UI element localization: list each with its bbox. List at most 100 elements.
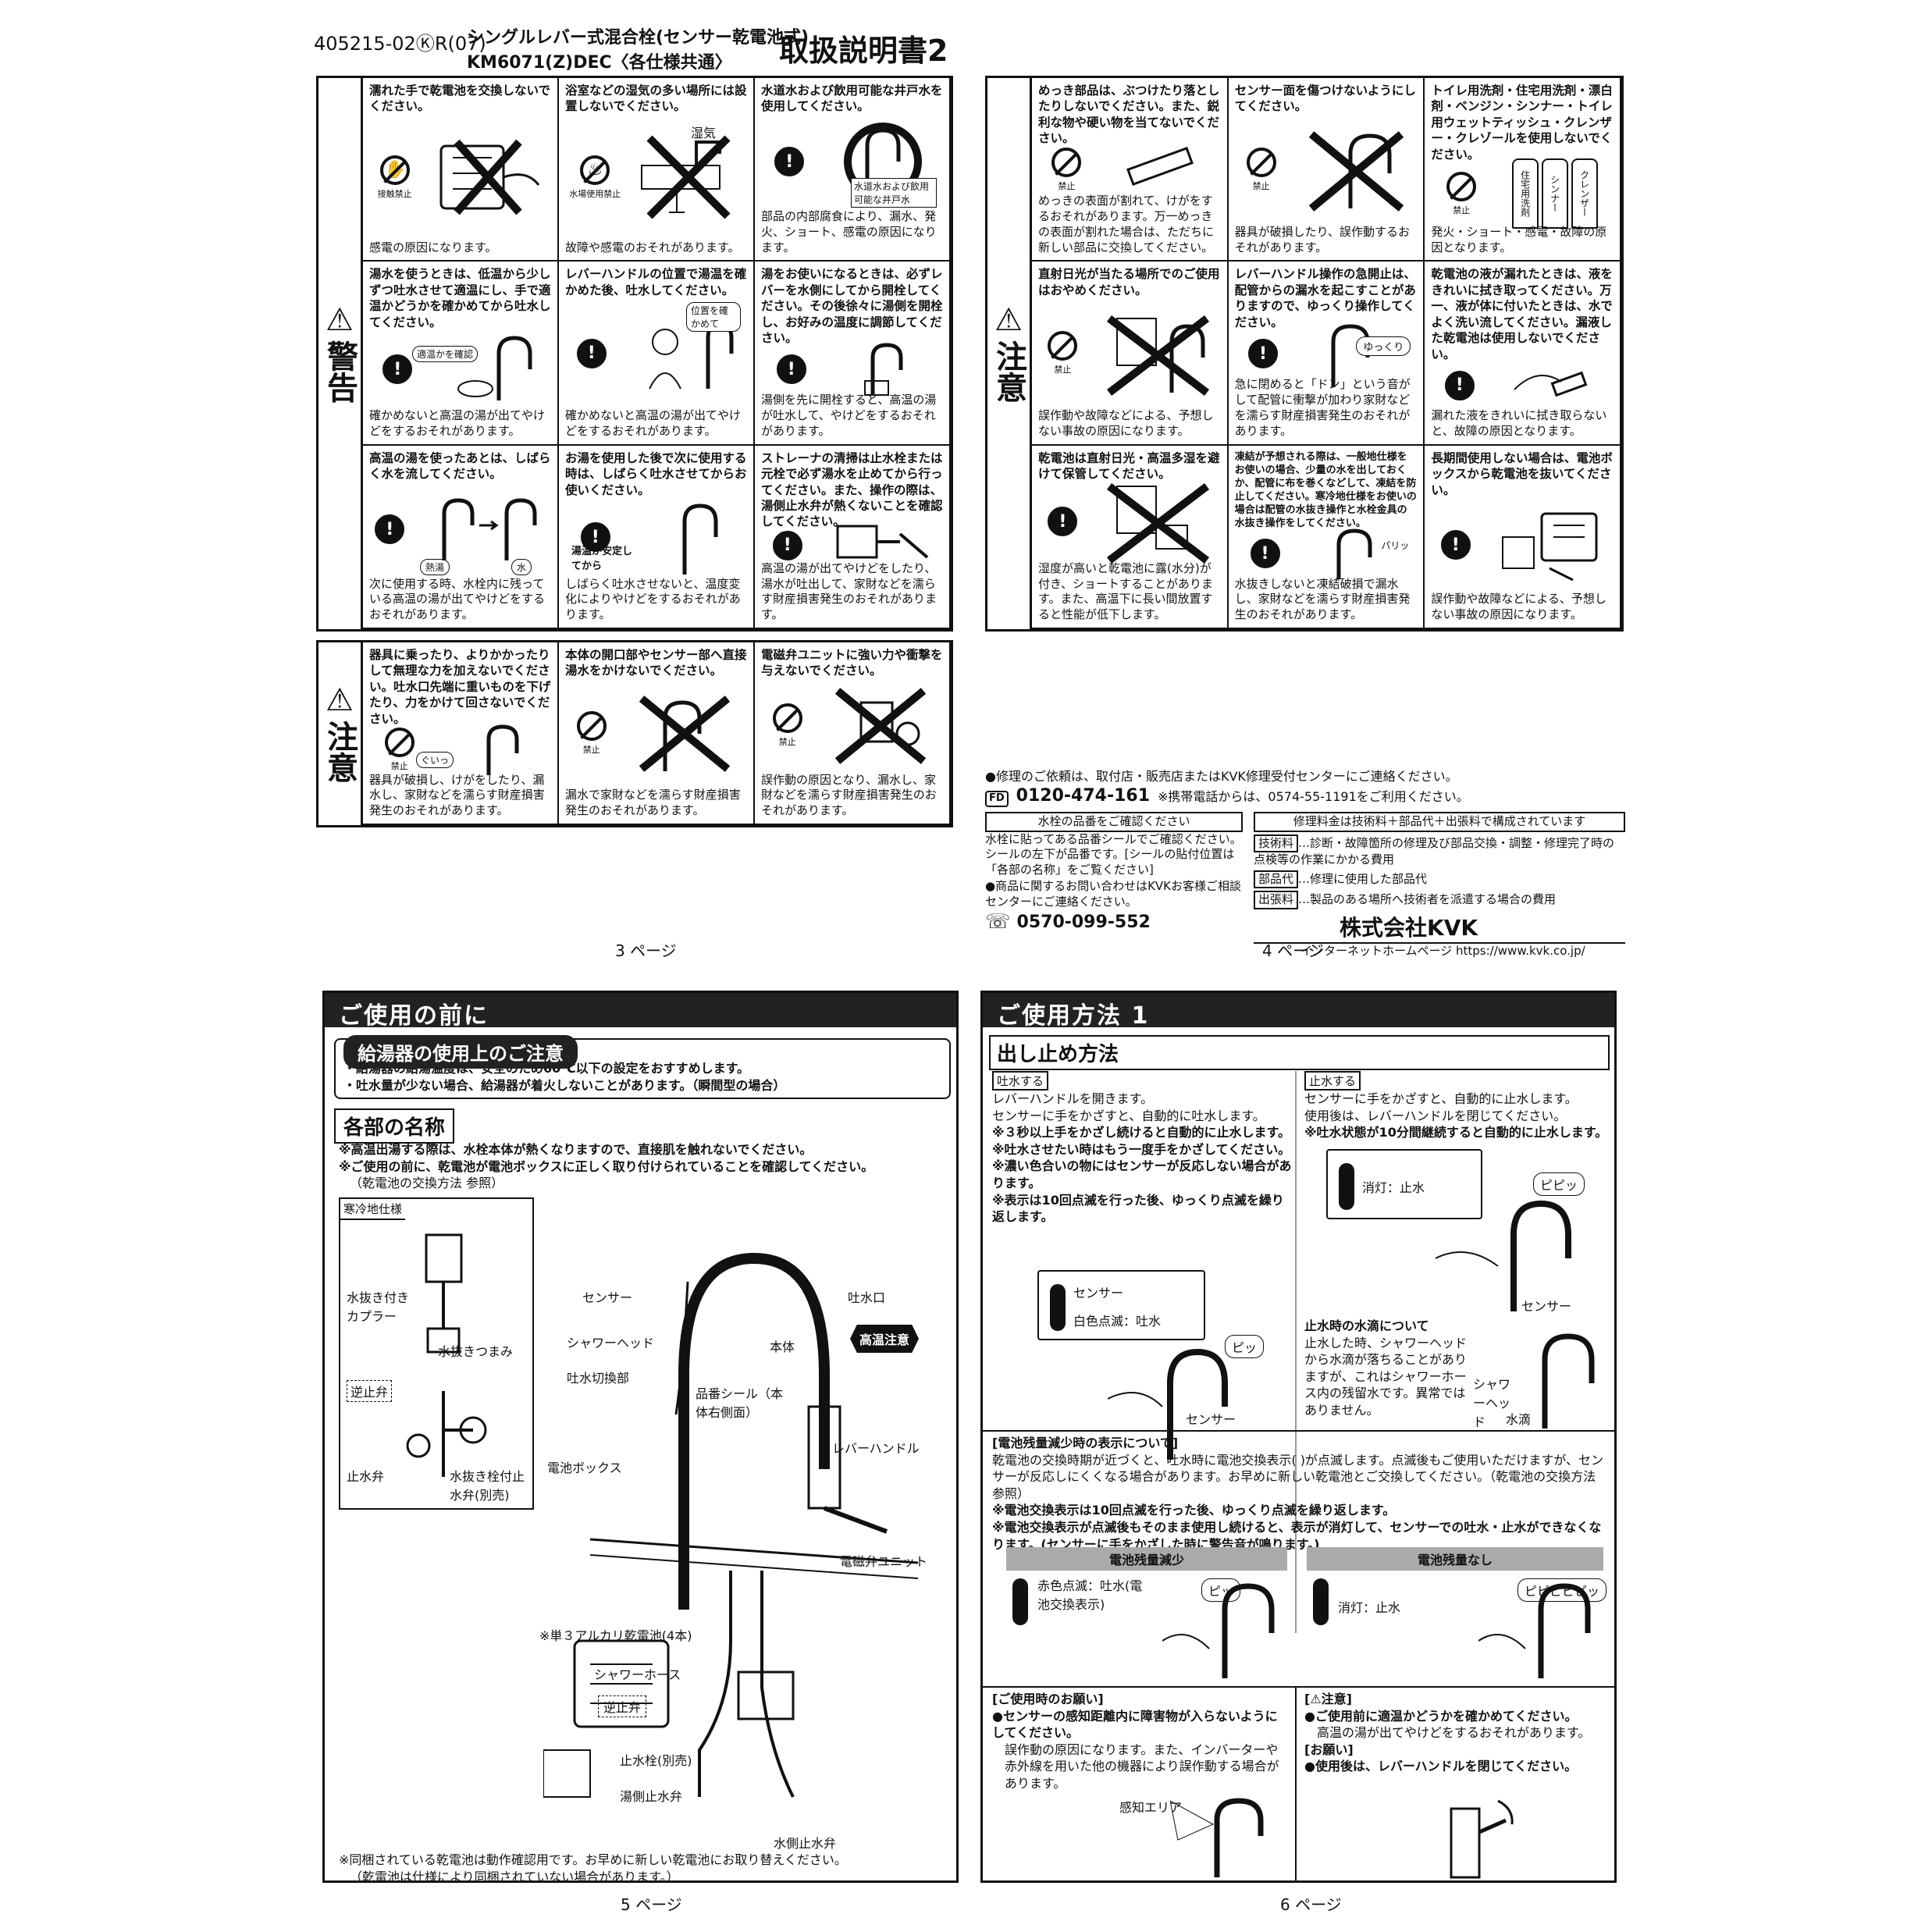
faucet-force-illustration (486, 724, 519, 776)
sensor-window (1012, 1578, 1028, 1625)
symbol-label: 禁止 (778, 737, 796, 748)
label-drain-knob: 水抜きつまみ (438, 1344, 514, 1359)
customer-phone[interactable]: 0570-099-552 (1016, 912, 1151, 932)
remove-battery-illustration (1501, 512, 1598, 582)
cell-footnote: 部品の内部腐食により、漏水、発火、ショート、感電の原因になります。 (761, 208, 937, 254)
doc-code: 405215-02ⓀR(07) (314, 33, 486, 55)
section-title: ご使用の前に (325, 993, 956, 1030)
cell-footnote: しばらく吐水させないと、温度変化によりやけどをするおそれがあります。 (565, 576, 741, 622)
divider-2 (983, 1686, 1614, 1688)
symbol-label: 水場使用禁止 (569, 188, 621, 199)
usage-requests: [ご使用時のお願い] ●センサーの感知距離内に障害物が入らないようにしてください… (992, 1691, 1289, 1792)
check-model-body: 水栓に貼ってある品番シールでご確認ください。シールの左下が品番です。[シールの貼… (985, 831, 1242, 877)
notice-pill: 給湯器の使用上のご注意 (343, 1035, 578, 1069)
caution-left-cell-2: 本体の開口部やセンサー部へ直接湯水をかけないでください。 禁止 漏水で家財などを… (559, 642, 755, 825)
cell-heading: レバーハンドル操作の急開止は、配管からの漏水を起こすことがありますので、ゆっくり… (1234, 267, 1416, 329)
on-off-heading: 出し止め方法 (989, 1035, 1610, 1070)
dispense-step-1: レバーハンドルを開きます。 (992, 1091, 1154, 1106)
cell-footnote: 急に閉めると「ドン」という音がして配管に衝撃が加わり家財などを濡らす財産損害発生… (1234, 377, 1411, 438)
inquiry-text: ●商品に関するお問い合わせはKVKお客様ご相談センターにご連絡ください。 (985, 879, 1242, 909)
no-touch-icon: ✋ (379, 155, 410, 185)
page-number-4: 4 ページ (1262, 941, 1324, 960)
label-lever: レバーハンドル (832, 1441, 920, 1456)
label-empty-off: 消灯：止水 (1338, 1600, 1401, 1615)
prohibition-icon (576, 711, 607, 742)
cell-heading: 器具に乗ったり、よりかかったりして無理な力を加えないでください。吐水口先端に重い… (369, 648, 551, 726)
cell-footnote: 発火・ショート・感電・故障の原因となります。 (1431, 224, 1607, 254)
cell-heading: 湯をお使いになるときは、必ずレバーを水側にしてから開栓してください。その後徐々に… (761, 267, 943, 346)
battery-empty-title: 電池残量なし (1307, 1547, 1603, 1571)
cell-heading: トイレ用洗剤・住宅用洗剤・漂白剤・ベンジン・シンナー・トイレ用ウェットティッシュ… (1431, 84, 1613, 162)
label-sensor: センサー (582, 1290, 633, 1305)
cell-footnote: めっきの表面が割れて、けがをするおそれがあります。万一めっきの表面が割れた場合は… (1038, 194, 1215, 254)
cell-footnote: 誤作動や故障などによる、予想しない事故の原因になります。 (1431, 592, 1606, 622)
wipe-battery-illustration (1513, 371, 1588, 397)
mandatory-icon: ! (1048, 507, 1078, 537)
empty-battery-faucet-illustration (1478, 1583, 1591, 1678)
repair-phone[interactable]: 0120-474-161 (1016, 785, 1151, 806)
label-check-valve: 逆止弁 (347, 1380, 393, 1402)
label-product-seal: 品番シール（本体右側面） (696, 1386, 784, 1420)
label-stop-valve: 止水弁 (347, 1469, 385, 1484)
dispense-note-2: ※吐水させたい時はもう一度手をかざしてください。 (992, 1141, 1291, 1157)
label-red-blink: 赤色点滅：吐水(電池交換表示) (1037, 1578, 1143, 1612)
label-cold-valve: 水側止水弁 (774, 1836, 837, 1851)
dispense-column: 吐水する レバーハンドルを開きます。 センサーに手をかざすと、自動的に吐水します… (992, 1071, 1293, 1226)
label-shower-hose: シャワーホース (594, 1667, 681, 1682)
water-heater-notice: 給湯器の使用上のご注意 ・給湯器の給湯温度は、安全のため60℃以下の設定をおすす… (334, 1035, 951, 1099)
website-link[interactable]: インターネットホームページ https://www.kvk.co.jp/ (1300, 944, 1585, 959)
cell-footnote: 高温の湯が出てやけどをしたり、湯水が吐出して、家財などを濡らす財産損害発生のおそ… (761, 560, 938, 622)
battery-low-info: [電池残量減少時の表示について] 乾電池の交換時期が近づくと、吐水時に電池交換表… (992, 1435, 1609, 1553)
column-divider-2 (1295, 1686, 1297, 1881)
battery-box-wet-hand-illustration (439, 139, 540, 215)
caution-right-cell-1: めっき部品は、ぶつけたり落としたりしないでください。また、鋭利な物や硬い物を当て… (1032, 78, 1229, 262)
hot-then-cold-illustration (442, 498, 537, 561)
label-drain-plug: 水抜き栓付止水弁(別売) (450, 1469, 525, 1503)
warning-cell-3: 水道水および飲用可能な井戸水を使用してください。 ! 水道水および飲用可能な井戸… (755, 78, 951, 262)
battery-title: [電池残量減少時の表示について] (992, 1436, 1179, 1450)
battery-empty-panel: 電池残量なし 消灯：止水 ピピピピピッ (1307, 1547, 1607, 1680)
label-hot-valve: 湯側止水弁 (620, 1789, 683, 1804)
art-label: パリッ (1381, 539, 1410, 551)
art-label: ぐいっ (416, 751, 454, 768)
art-label: 湿気 (690, 125, 716, 141)
caution-label-left: ⚠ 注意 (318, 642, 363, 825)
drip-info: 止水時の水滴について 止水した時、シャワーヘッドから水滴が落ちることがありますが… (1304, 1318, 1476, 1419)
fee-travel-text: …製品のある場所へ技術者を派遣する場合の費用 (1298, 892, 1557, 907)
caution-label-text: 注意 (991, 340, 1026, 403)
fee-tag-travel: 出張料 (1254, 891, 1299, 909)
cell-footnote: 水抜きしないと凍結破損で漏水し、家財などを濡らす財産損害発生のおそれがあります。 (1234, 576, 1411, 622)
use-note-2: 誤作動の原因になります。また、インバーターや赤外線を用いた他の機器により誤作動す… (1005, 1742, 1279, 1791)
cell-footnote: 感電の原因になります。 (369, 240, 497, 254)
stop-column: 止水する センサーに手をかざすと、自動的に止水します。 使用後は、レバーハンドル… (1304, 1071, 1613, 1141)
warning-grid: ⚠ 警告 濡れた手で乾電池を交換しないでください。 ✋接触禁止 感電の原因になり… (316, 76, 953, 632)
caution-grid-left: ⚠ 注意 器具に乗ったり、よりかかったりして無理な力を加えないでください。吐水口… (316, 640, 953, 827)
faucet-no-splash-illustration (639, 695, 731, 772)
prohibition-icon (1048, 331, 1078, 361)
battery-low-panel: 電池残量減少 赤色点滅：吐水(電池交換表示) ピッ (1006, 1547, 1287, 1680)
cell-heading: 凍結が予想される際は、一般地仕様をお使いの場合、少量の水を出しておくか、配管に布… (1234, 450, 1417, 530)
caution-right-cell-7: 乾電池は直射日光・高温多湿を避けて保管してください。 ! 湿度が高いと乾電池に露… (1032, 445, 1229, 629)
warning-cell-8: お湯を使用した後で次に使用する時は、しばらく吐水させてからお使いください。 ! … (559, 445, 755, 629)
freeze-faucet-illustration (1336, 528, 1372, 580)
caution-triangle-icon: ⚠ (994, 301, 1023, 338)
warning-cell-6: 湯をお使いになるときは、必ずレバーを水側にしてから開栓してください。その後徐々に… (755, 262, 951, 446)
no-water-area-icon: ♨ (580, 155, 610, 185)
cell-footnote: 器具が破損し、けがをしたり、漏水し、家財などを濡らす財産損害発生のおそれがありま… (369, 772, 545, 818)
fee-parts-text: …修理に使用した部品代 (1298, 871, 1428, 886)
caution-right-cell-4: 直射日光が当たる場所でのご使用はおやめください。 禁止 誤作動や故障などによる、… (1032, 262, 1229, 446)
mandatory-icon: ! (1444, 370, 1475, 400)
label-sense-area: 感知エリア (1119, 1800, 1183, 1815)
cell-heading: センサー面を傷つけないようにしてください。 (1234, 84, 1416, 114)
close-lever-illustration (1450, 1799, 1514, 1879)
cell-footnote: 次に使用する時、水栓内に残っている高温の湯が出てやけどをするおそれがあります。 (369, 576, 546, 622)
caution-left-cell-3: 電磁弁ユニットに強い力や衝撃を与えないでください。 禁止 誤作動の原因となり、漏… (755, 642, 951, 825)
caution-right-cell-3: トイレ用洗剤・住宅用洗剤・漂白剤・ベンジン・シンナー・トイレ用ウェットティッシュ… (1425, 78, 1621, 262)
cell-heading: 水道水および飲用可能な井戸水を使用してください。 (761, 84, 943, 114)
column-divider (1295, 1071, 1297, 1633)
beep-bubble: ピッ (1225, 1335, 1265, 1358)
request-note-1: ●使用後は、レバーハンドルを閉じてください。 (1304, 1759, 1578, 1774)
check-model-title: 水栓の品番をご確認ください (985, 812, 1243, 832)
sensor-blink-callout: センサー 白色点滅：吐水 (1037, 1270, 1205, 1340)
fee-title: 修理料金は技術料＋部品代＋出張料で構成されています (1254, 812, 1625, 832)
